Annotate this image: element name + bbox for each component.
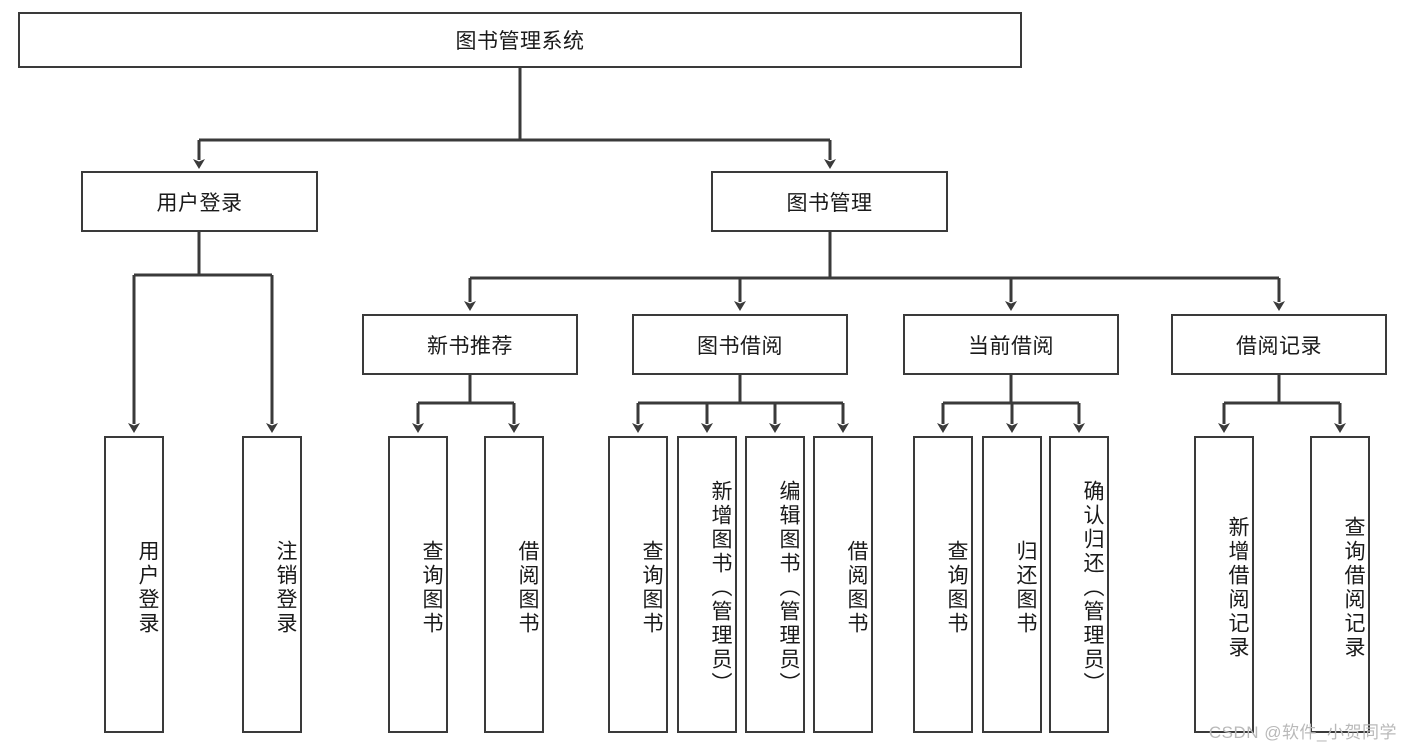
node-user-login[interactable]: 用户登录 [81,171,318,232]
leaf-edit-book-label: 编辑图书（管理员） [777,479,800,696]
leaf-borrow-book-2-label: 借阅图书 [845,539,868,636]
leaf-query-book-2-label: 查询图书 [640,539,663,636]
csdn-watermark: CSDN @软件_小贺同学 [1208,723,1397,742]
node-borrow-record-label: 借阅记录 [1236,334,1322,358]
leaf-add-record-label: 新增借阅记录 [1226,515,1249,660]
node-current-borrow[interactable]: 当前借阅 [903,314,1119,375]
leaf-logout-label: 注销登录 [274,539,297,636]
leaf-logout[interactable]: 注销登录 [242,436,302,733]
leaf-borrow-book-2[interactable]: 借阅图书 [813,436,873,733]
leaf-borrow-book-1-label: 借阅图书 [516,539,539,636]
leaf-query-record-label: 查询借阅记录 [1342,515,1365,660]
node-current-borrow-label: 当前借阅 [968,334,1054,358]
leaf-query-record[interactable]: 查询借阅记录 [1310,436,1370,733]
leaf-add-book[interactable]: 新增图书（管理员） [677,436,737,733]
leaf-query-book-2[interactable]: 查询图书 [608,436,668,733]
leaf-add-book-label: 新增图书（管理员） [709,479,732,696]
leaf-confirm-return-label: 确认归还（管理员） [1081,479,1104,696]
node-root-label: 图书管理系统 [455,30,585,53]
node-new-book-rec[interactable]: 新书推荐 [362,314,578,375]
leaf-query-book-3[interactable]: 查询图书 [913,436,973,733]
leaf-query-book-1[interactable]: 查询图书 [388,436,448,733]
node-book-borrow-label: 图书借阅 [697,334,783,358]
node-new-book-rec-label: 新书推荐 [427,334,513,358]
leaf-user-login[interactable]: 用户登录 [104,436,164,733]
leaf-edit-book[interactable]: 编辑图书（管理员） [745,436,805,733]
leaf-query-book-3-label: 查询图书 [945,539,968,636]
node-user-login-label: 用户登录 [156,191,243,215]
node-book-manage-label: 图书管理 [786,191,873,215]
node-book-borrow[interactable]: 图书借阅 [632,314,848,375]
node-borrow-record[interactable]: 借阅记录 [1171,314,1387,375]
leaf-confirm-return[interactable]: 确认归还（管理员） [1049,436,1109,733]
leaf-return-book[interactable]: 归还图书 [982,436,1042,733]
leaf-borrow-book-1[interactable]: 借阅图书 [484,436,544,733]
node-root[interactable]: 图书管理系统 [18,12,1022,68]
leaf-return-book-label: 归还图书 [1014,539,1037,636]
node-book-manage[interactable]: 图书管理 [711,171,948,232]
leaf-query-book-1-label: 查询图书 [420,539,443,636]
leaf-add-record[interactable]: 新增借阅记录 [1194,436,1254,733]
leaf-user-login-label: 用户登录 [136,539,159,636]
